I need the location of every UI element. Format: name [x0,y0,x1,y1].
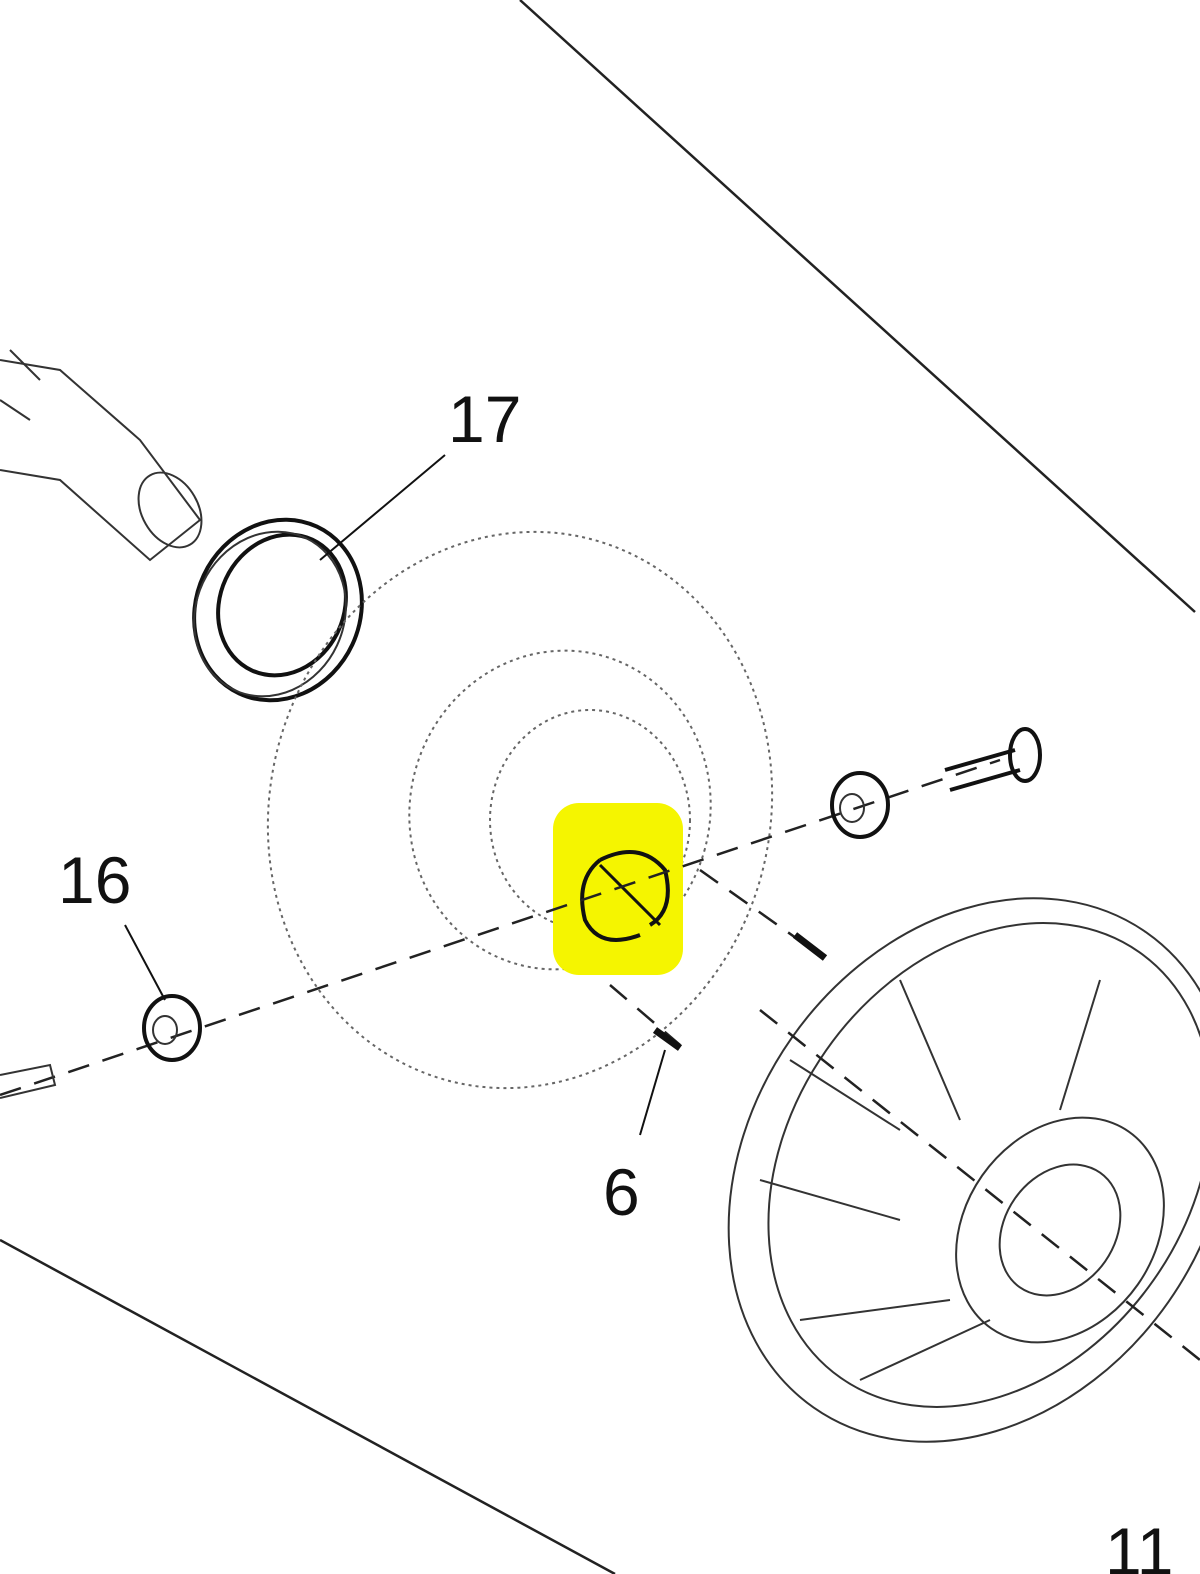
pin-left [0,1063,57,1099]
leader-16 [124,924,166,1001]
bushing-16 [142,994,202,1062]
seal-ring-17 [192,517,364,703]
leader-6 [639,1049,666,1136]
highlighted-cam-part [580,850,670,942]
pin [652,1027,683,1051]
pin [792,932,828,961]
shaft [0,349,203,562]
callout-16: 16 [58,843,131,917]
driven-sheave [727,897,1200,1443]
frame-edge-top [519,0,1196,613]
callout-11: 11 [1105,1514,1174,1574]
pin-axis-lower [609,984,681,1046]
frame-edge-bottom [0,1238,616,1574]
drive-sheave [266,530,774,1090]
callout-17: 17 [448,382,521,456]
callout-6: 6 [603,1155,640,1229]
bolt [830,727,1042,839]
leader-17 [319,454,446,561]
